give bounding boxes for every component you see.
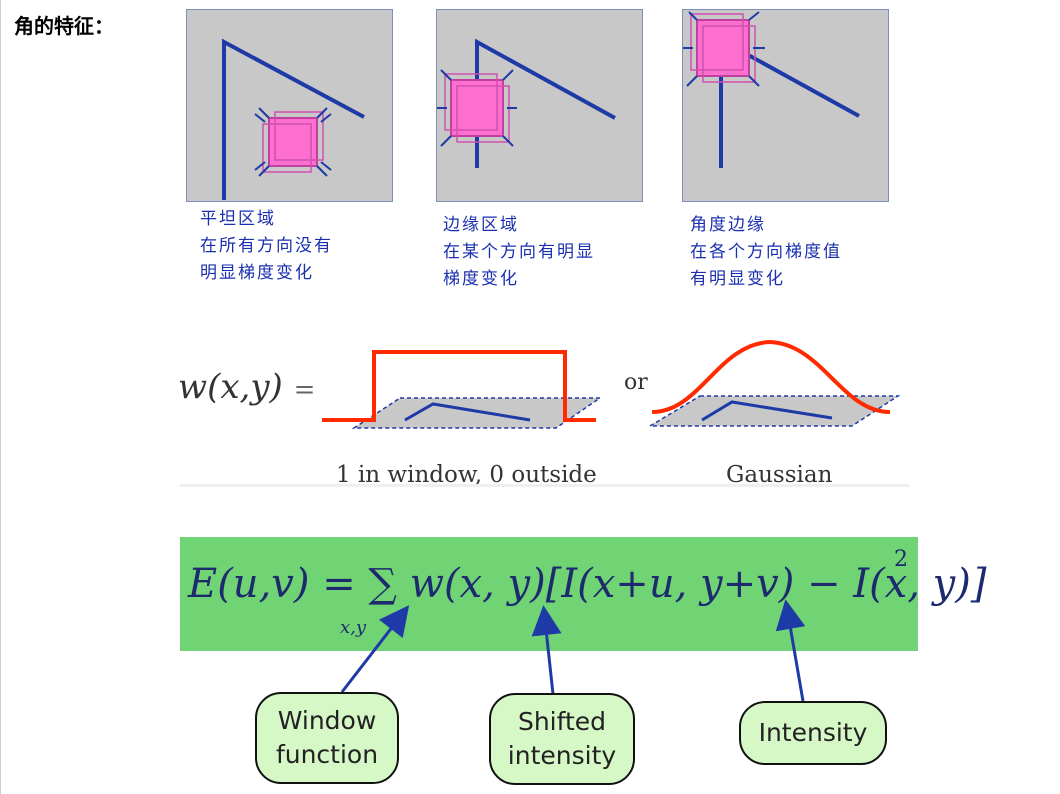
caption-line: 在所有方向没有 bbox=[200, 236, 333, 256]
corner-region-caption: 角度边缘 在各个方向梯度值 有明显变化 bbox=[690, 212, 842, 293]
bubble-line: Intensity bbox=[758, 718, 868, 747]
sum-subscript: x,y bbox=[340, 617, 367, 638]
caption-line: 有明显变化 bbox=[690, 269, 785, 289]
bubble-line: intensity bbox=[507, 741, 617, 770]
gaussian-window-caption: Gaussian bbox=[726, 462, 833, 488]
intensity-bubble: Intensity bbox=[739, 701, 887, 765]
window-function-bubble: Window function bbox=[255, 692, 399, 784]
caption-line: 平坦区域 bbox=[200, 209, 276, 229]
flat-region-illustration bbox=[222, 38, 365, 200]
gaussian-window-plane bbox=[647, 395, 901, 427]
energy-formula: E(u,v) = ∑ w(x, y)[I(x+u, y+v) − I(x, y)… bbox=[188, 561, 987, 607]
equals-sign: = bbox=[293, 375, 316, 405]
corner-region-illustration bbox=[683, 11, 860, 168]
window-function-label: w(x,y) = bbox=[178, 367, 315, 407]
caption-line: 边缘区域 bbox=[443, 215, 519, 235]
flat-region-panel bbox=[186, 9, 393, 202]
formula-exponent: 2 bbox=[894, 547, 908, 572]
page-title: 角的特征： bbox=[14, 14, 114, 38]
or-label: or bbox=[624, 370, 648, 395]
bubble-line: Shifted bbox=[517, 707, 607, 736]
gaussian-window-edge bbox=[701, 400, 833, 422]
gaussian-window-curve bbox=[651, 339, 891, 414]
bubble-line: Window bbox=[277, 706, 377, 735]
shifted-intensity-bubble: Shifted intensity bbox=[489, 693, 635, 785]
caption-line: 明显梯度变化 bbox=[200, 263, 314, 283]
window-symbol: w(x,y) bbox=[178, 367, 283, 407]
box-window-plane bbox=[351, 397, 603, 429]
bubble-line: function bbox=[275, 740, 379, 769]
corner-region-panel bbox=[682, 9, 889, 202]
edge-region-illustration bbox=[437, 38, 616, 168]
caption-line: 角度边缘 bbox=[690, 215, 766, 235]
edge-region-caption: 边缘区域 在某个方向有明显 梯度变化 bbox=[443, 212, 595, 293]
edge-region-panel bbox=[436, 9, 643, 202]
caption-line: 梯度变化 bbox=[443, 269, 519, 289]
energy-formula-box: E(u,v) = ∑ w(x, y)[I(x+u, y+v) − I(x, y)… bbox=[180, 537, 986, 651]
caption-line: 在某个方向有明显 bbox=[443, 242, 595, 262]
box-window-edge bbox=[404, 402, 531, 422]
separator-bar bbox=[180, 484, 910, 487]
box-window-curve bbox=[322, 350, 596, 422]
left-border bbox=[0, 0, 1, 794]
caption-line: 在各个方向梯度值 bbox=[690, 242, 842, 262]
box-window-caption: 1 in window, 0 outside bbox=[336, 462, 597, 488]
flat-region-caption: 平坦区域 在所有方向没有 明显梯度变化 bbox=[200, 206, 333, 287]
